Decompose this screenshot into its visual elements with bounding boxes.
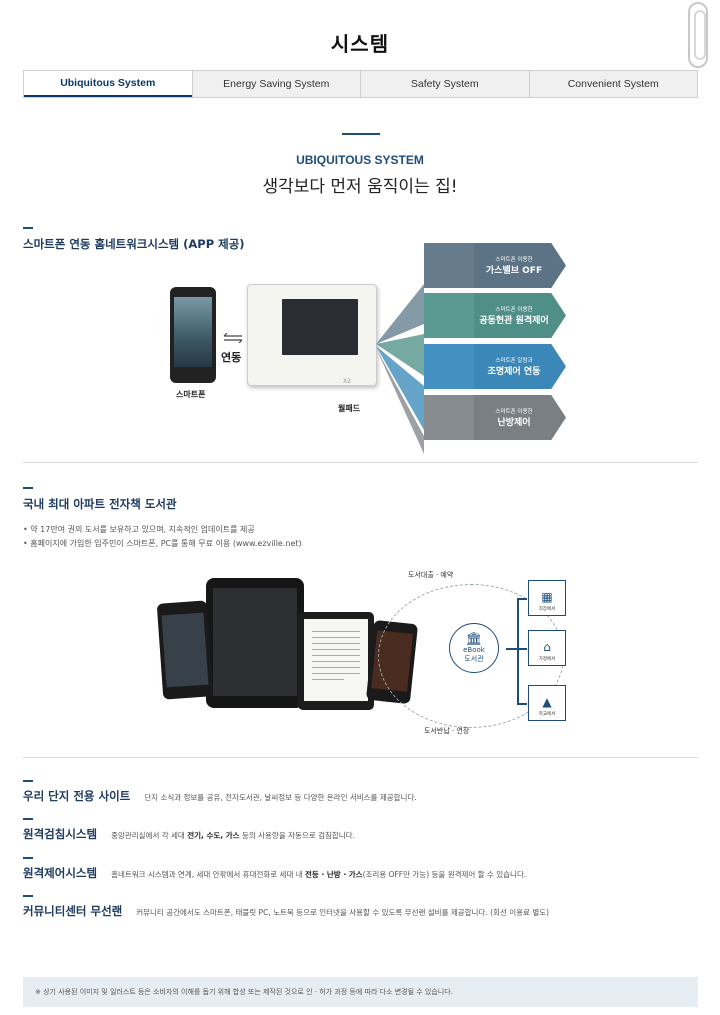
door-open-icon — [424, 293, 474, 338]
section-dash — [23, 818, 33, 820]
two-way-arrow-icon — [223, 333, 243, 343]
tab-safety-system[interactable]: Safety System — [360, 71, 529, 97]
connector-line — [517, 598, 519, 704]
signal-fan — [376, 284, 424, 454]
place-home: ⌂가정에서 — [528, 630, 566, 666]
tablet-image — [206, 578, 304, 708]
building-icon: ▦ — [541, 590, 553, 604]
section-dash — [23, 857, 33, 859]
thermometer-icon — [424, 395, 474, 440]
paperclip-icon — [688, 2, 708, 68]
hero-title-ko: 생각보다 먼저 움직이는 집! — [262, 177, 458, 197]
section-dash — [23, 895, 33, 897]
smartphone-image — [156, 600, 214, 700]
lightbulb-icon — [424, 344, 474, 389]
house-icon: ⌂ — [543, 640, 551, 654]
tab-bar: Ubiquitous System Energy Saving System S… — [23, 70, 698, 98]
smartphone-image — [170, 287, 216, 383]
wallpad-time: 09:08 — [39, 34, 57, 41]
hero-title-en: UBIQUITOUS SYSTEM — [296, 153, 424, 167]
divider — [23, 757, 698, 758]
wallpad-logo: X2 — [343, 378, 351, 385]
connector-line — [506, 648, 518, 650]
smartphone-label: 스마트폰 — [176, 390, 206, 399]
feature-row: 원격검침시스템 중앙관리실에서 각 세대 전기, 수도, 가스 등의 사용량을 … — [23, 827, 355, 841]
wallpad-image — [247, 284, 377, 386]
page-title: 시스템 — [330, 32, 390, 56]
section-dash — [23, 227, 33, 229]
divider — [23, 462, 698, 463]
link-label: 연동 — [221, 351, 242, 364]
wallpad-number: 342 — [86, 49, 98, 56]
connector-line — [517, 648, 527, 650]
feature-row: 커뮤니티센터 무선랜 커뮤니티 공간에서도 스마트폰, 태블릿 PC, 노트북 … — [23, 904, 550, 918]
section-title-smartphone: 스마트폰 연동 홈네트워크시스템 (APP 제공) — [23, 237, 245, 251]
bullet-text: • 홈페이지에 가입한 입주민이 스마트폰, PC를 통해 무료 이용 (www… — [23, 539, 302, 548]
place-office: ▦직장에서 — [528, 580, 566, 616]
ereader-image — [298, 612, 374, 710]
library-icon: 🏛 — [465, 631, 483, 647]
gas-valve-icon — [424, 243, 474, 288]
school-icon: ▲ — [542, 695, 552, 709]
tab-energy-saving-system[interactable]: Energy Saving System — [191, 71, 360, 97]
disclaimer-notice: ※ 상기 사용된 이미지 및 일러스트 등은 소비자의 이해를 돕기 위해 합성… — [23, 977, 698, 1007]
tab-ubiquitous-system[interactable]: Ubiquitous System — [24, 71, 192, 97]
place-school: ▲학교에서 — [528, 685, 566, 721]
bullet-text: • 약 17만여 권의 도서를 보유하고 있으며, 지속적인 업데이트를 제공 — [23, 525, 255, 534]
connector-line — [517, 703, 527, 705]
feature-row: 원격제어시스템 홈네트워크 시스템과 연계, 세대 안팎에서 휴대전화로 세대 … — [23, 866, 527, 880]
connector-line — [517, 598, 527, 600]
wallpad-label: 월패드 — [338, 404, 361, 413]
section-title-ebook: 국내 최대 아파트 전자책 도서관 — [23, 497, 177, 511]
tab-convenient-system[interactable]: Convenient System — [528, 71, 697, 97]
section-dash — [23, 487, 33, 489]
ebook-library-badge: 🏛 eBook 도서관 — [449, 623, 499, 673]
section-dash — [23, 780, 33, 782]
feature-row: 우리 단지 전용 사이트 단지 소식과 정보를 공유, 전자도서관, 날씨정보 … — [23, 789, 417, 803]
hero-divider — [342, 133, 380, 135]
return-label: 도서반납 · 연장 — [424, 727, 470, 735]
loan-label: 도서대출 · 예약 — [408, 571, 454, 579]
